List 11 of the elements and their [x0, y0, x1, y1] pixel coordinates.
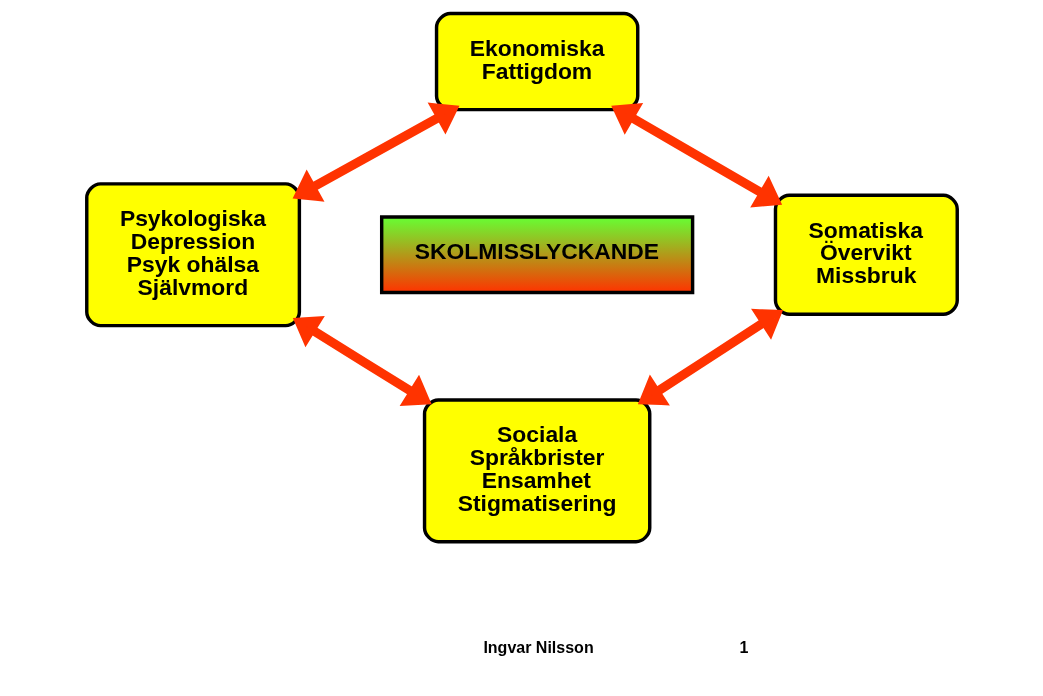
node-box: Somatiska Övervikt Missbruk — [773, 193, 959, 316]
node-box: Sociala Språkbrister Ensamhet Stigmatisering — [422, 397, 651, 543]
node-box: SKOLMISSLYCKANDE — [379, 214, 694, 294]
label: Ingvar Nilsson — [482, 638, 594, 656]
arrow — [292, 101, 459, 202]
arrow — [292, 315, 432, 406]
node-box: Ekonomiska Fattigdom — [434, 11, 639, 111]
node-box: Psykologiska Depression Psyk ohälsa Självmord — [84, 181, 301, 327]
label: 1 — [738, 638, 748, 656]
arrow — [637, 308, 783, 405]
arrow — [610, 102, 782, 207]
